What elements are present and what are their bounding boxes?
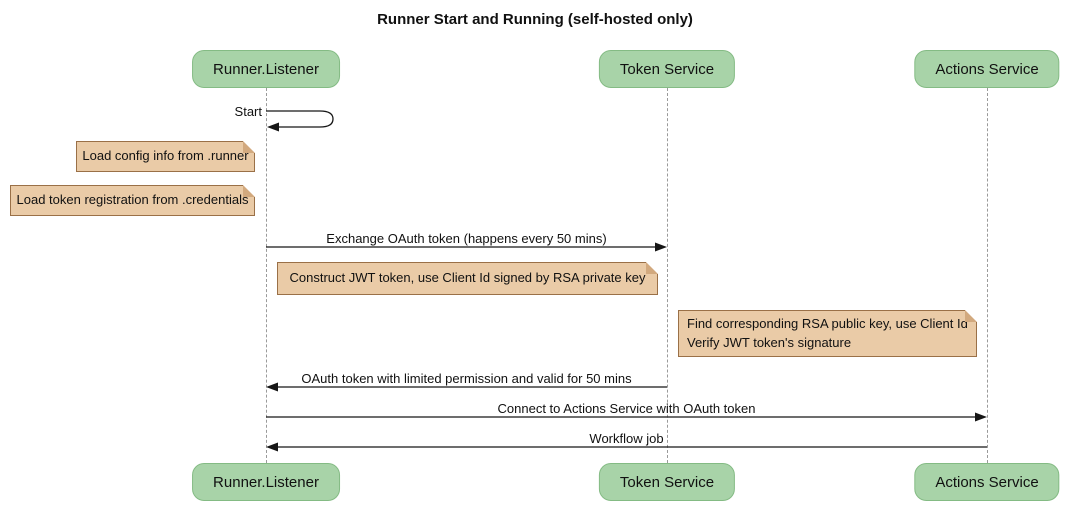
message-label-start: Start [234,104,262,119]
message-label-oauth-token-return: OAuth token with limited permission and … [301,371,632,386]
participant-token-service-top: Token Service [598,50,736,88]
participant-runner-listener-top: Runner.Listener [192,50,340,88]
note-construct-jwt-token: Construct JWT token, use Client Id signe… [277,262,658,295]
lifeline-runner-listener [266,88,267,463]
note-load-config-info: Load config info from .runner [76,141,255,172]
message-label-workflow-job: Workflow job [589,431,664,446]
participant-actions-service-top: Actions Service [914,50,1060,88]
note-verify-jwt-token: Find corresponding RSA public key, use C… [678,310,977,357]
participant-actions-service-bottom: Actions Service [914,463,1060,501]
participant-token-service-bottom: Token Service [598,463,736,501]
lifeline-token-service [667,88,668,463]
diagram-title: Runner Start and Running (self-hosted on… [377,11,693,28]
note-load-token-registration: Load token registration from .credential… [10,185,255,216]
message-label-exchange-oauth-token: Exchange OAuth token (happens every 50 m… [326,231,607,246]
self-message-arrow-start [266,110,334,132]
message-label-connect-actions-service: Connect to Actions Service with OAuth to… [497,401,756,416]
lifeline-actions-service [987,88,988,463]
participant-runner-listener-bottom: Runner.Listener [192,463,340,501]
